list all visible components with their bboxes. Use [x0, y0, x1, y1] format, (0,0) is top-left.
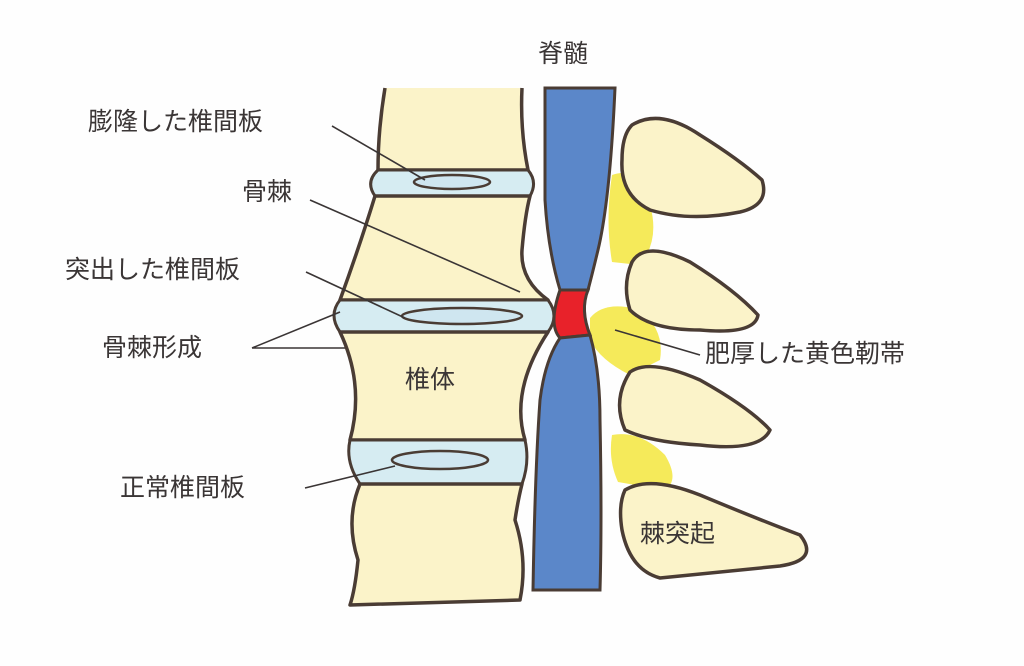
- spinous-processes: [617, 116, 809, 580]
- spinal-cord: [531, 86, 617, 592]
- label-spinous-process: 棘突起: [640, 519, 715, 548]
- leader-lines: [251, 125, 701, 489]
- label-bone-spur-formation: 骨棘形成: [102, 333, 202, 362]
- label-bone-spur: 骨棘: [242, 177, 292, 206]
- label-spinal-cord: 脊髄: [538, 39, 588, 68]
- vertebral-body-2: [338, 194, 550, 302]
- vertebral-body-4: [348, 482, 525, 607]
- compressed-cord: [552, 288, 593, 340]
- label-bulging-disc: 膨隆した椎間板: [88, 107, 263, 136]
- label-normal-disc: 正常椎間板: [120, 473, 245, 502]
- label-thickened-ligament: 肥厚した黄色靭帯: [705, 339, 905, 368]
- label-vertebral-body: 椎体: [405, 365, 455, 394]
- thickened-ligament: [590, 306, 661, 375]
- label-herniated-disc: 突出した椎間板: [65, 255, 240, 284]
- vertebral-column: [332, 87, 556, 607]
- vertebral-body-1: [376, 87, 530, 172]
- spinous-process: [618, 481, 809, 580]
